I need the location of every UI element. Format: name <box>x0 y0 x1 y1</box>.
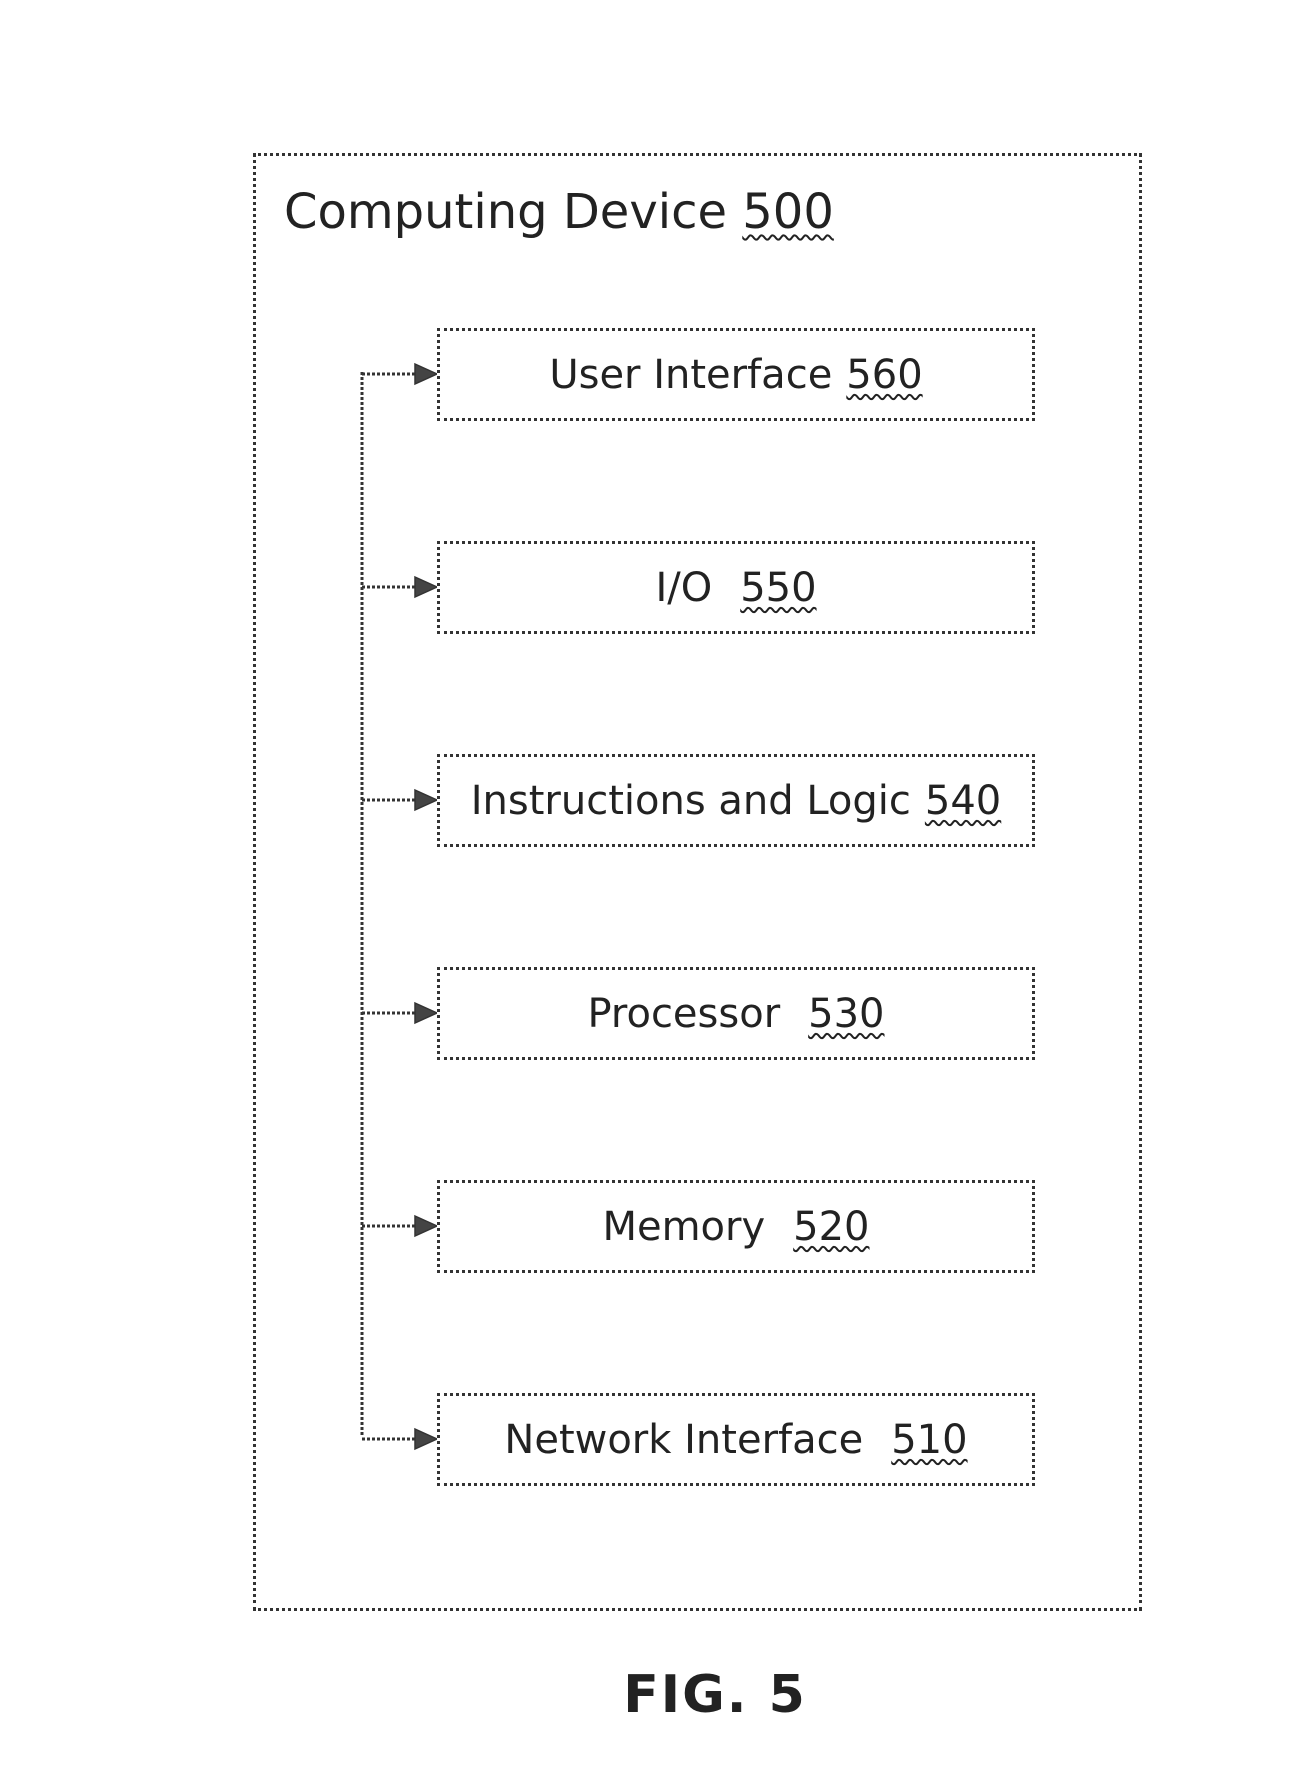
component-label: I/O <box>655 565 712 611</box>
device-title: Computing Device 500 <box>284 183 834 241</box>
component-ref: 530 <box>808 991 884 1037</box>
component-network-interface: Network Interface 510 <box>437 1393 1035 1486</box>
component-ref: 550 <box>740 565 816 611</box>
component-instructions-and-logic: Instructions and Logic 540 <box>437 754 1035 847</box>
figure-caption: FIG. 5 <box>0 1665 1290 1725</box>
component-user-interface: User Interface 560 <box>437 328 1035 421</box>
component-ref: 540 <box>925 778 1001 824</box>
device-label: Computing Device <box>284 184 727 240</box>
component-label: Processor <box>587 991 780 1037</box>
component-label: Instructions and Logic <box>471 778 911 824</box>
component-ref: 520 <box>793 1204 869 1250</box>
component-ref: 560 <box>846 352 922 398</box>
component-memory: Memory 520 <box>437 1180 1035 1273</box>
device-ref: 500 <box>742 184 834 240</box>
component-label: Memory <box>602 1204 765 1250</box>
component-io: I/O 550 <box>437 541 1035 634</box>
component-processor: Processor 530 <box>437 967 1035 1060</box>
component-label: Network Interface <box>504 1417 863 1463</box>
component-ref: 510 <box>891 1417 967 1463</box>
component-label: User Interface <box>549 352 832 398</box>
